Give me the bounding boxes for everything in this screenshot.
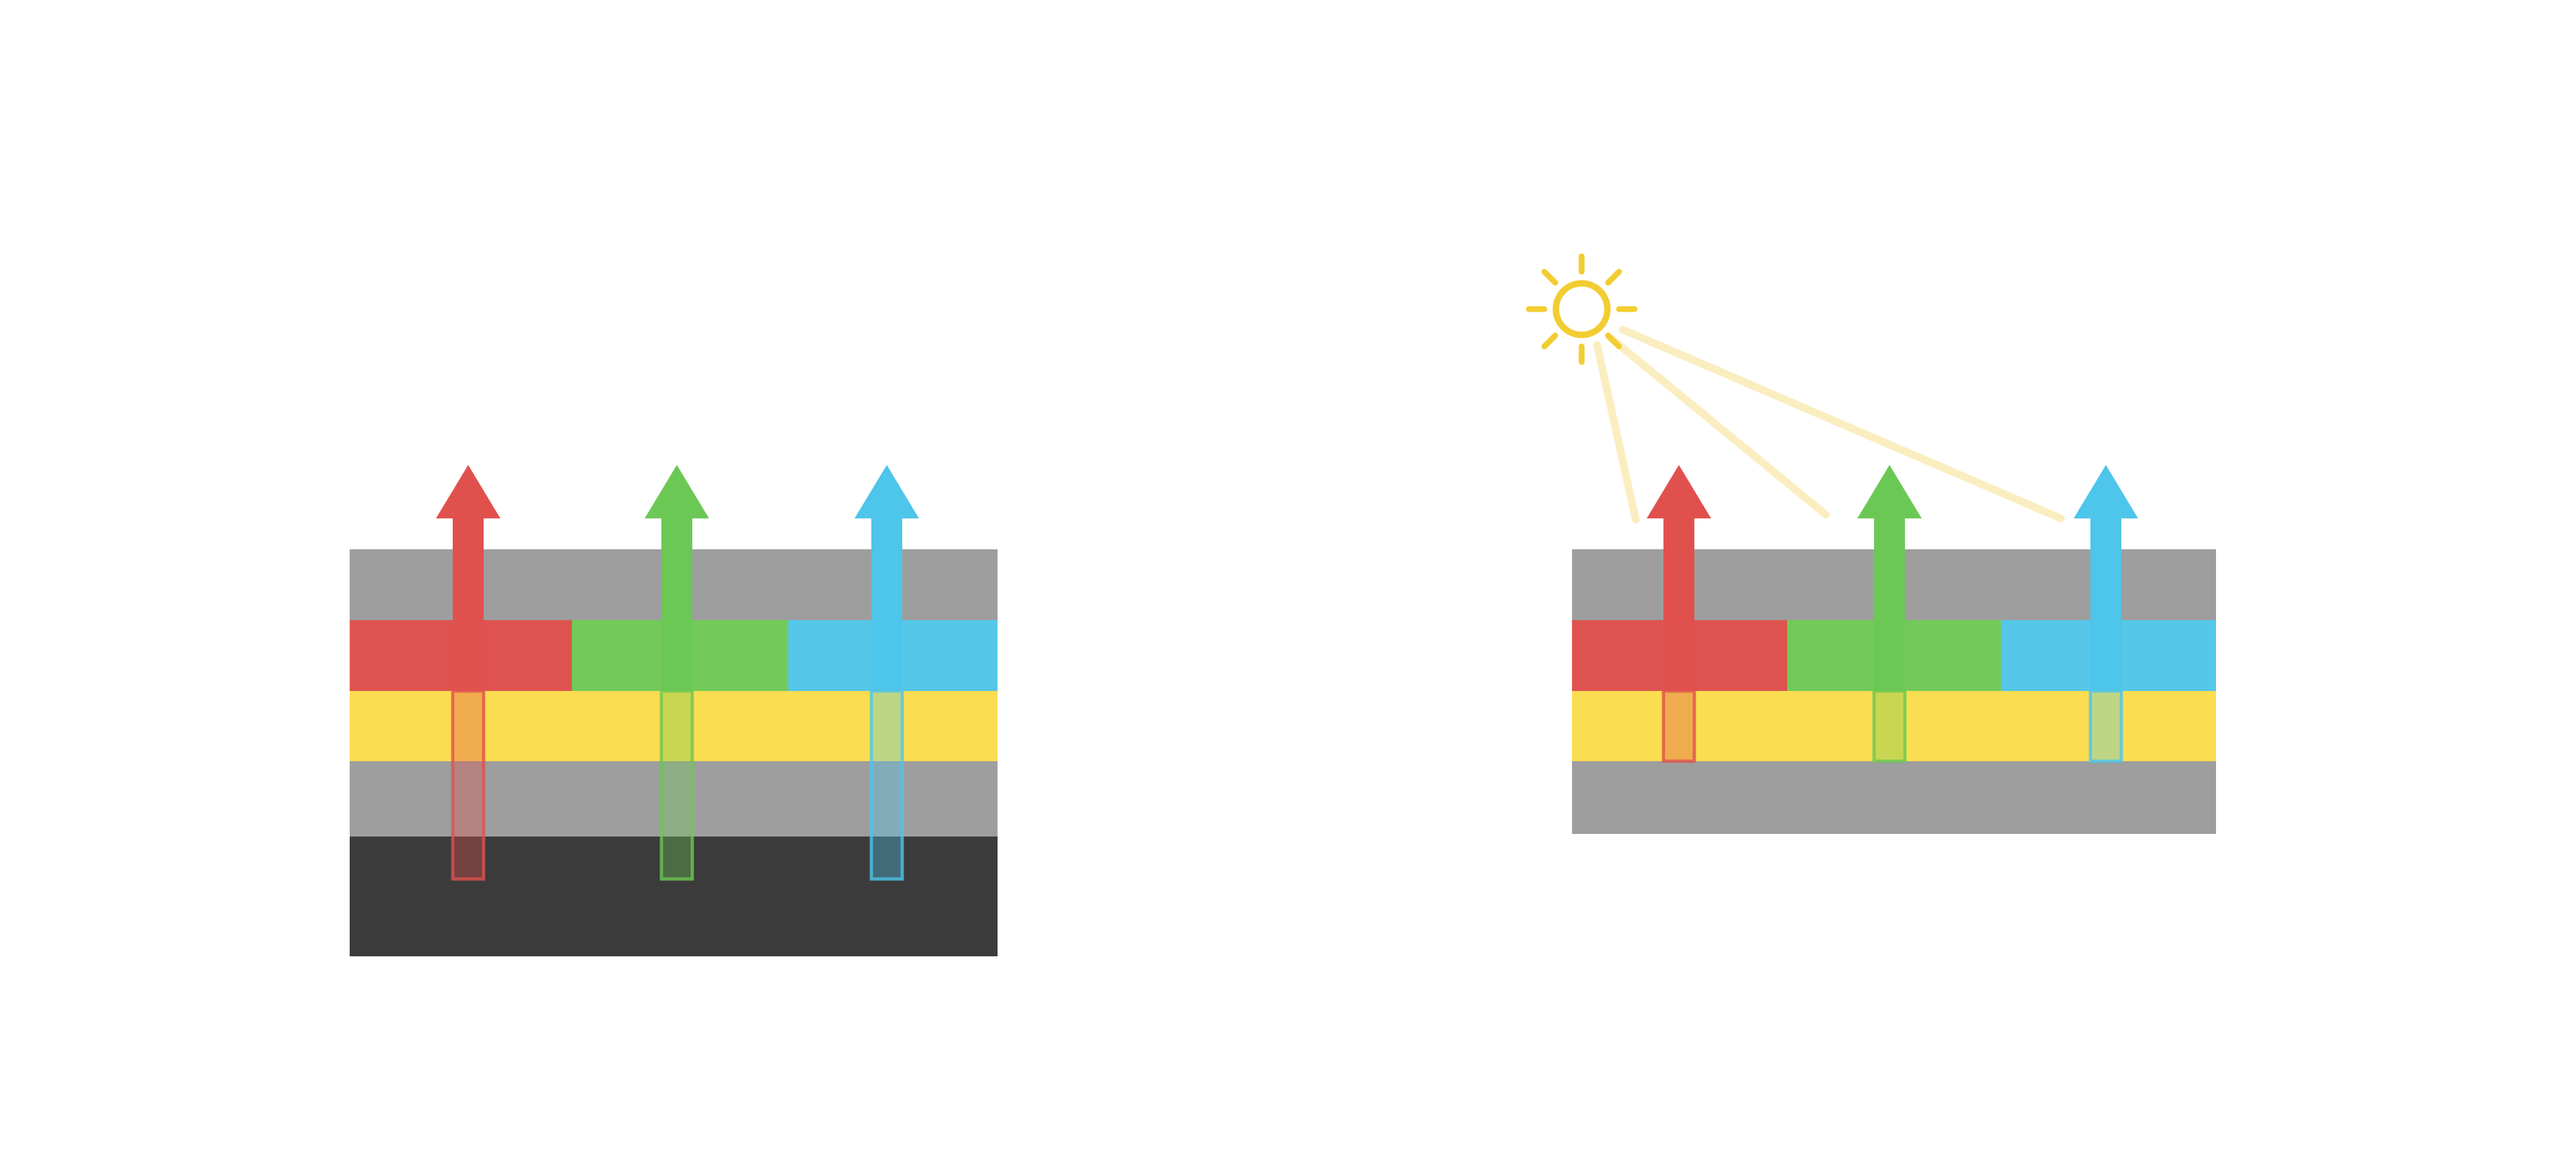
sun-ray <box>1541 269 1558 286</box>
right-red-arrow-shaft <box>1662 689 1696 763</box>
right-green-arrow-shaft <box>1872 689 1907 763</box>
left-gray-layer-bottom <box>350 761 998 837</box>
sun-ray <box>1605 332 1622 350</box>
sun-disc <box>1553 280 1611 338</box>
right-blue-arrow-shaft <box>2088 689 2123 763</box>
left-dark-substrate-layer <box>350 837 998 956</box>
reflective-display-panel <box>1526 253 2216 834</box>
sun-beams <box>1593 326 2065 524</box>
sun-ray <box>1541 332 1558 350</box>
left-green-light-arrow <box>645 465 709 691</box>
emissive-display-panel <box>350 465 998 956</box>
sun-beam <box>1593 341 1640 524</box>
sun-beam <box>1619 326 2065 522</box>
right-gray-layer-bottom <box>1572 761 2216 834</box>
sun-rays <box>1526 253 1638 365</box>
left-red-light-arrow <box>436 465 500 691</box>
left-red-arrow-shaft <box>451 689 486 881</box>
sun-ray <box>1605 269 1622 286</box>
left-yellow-layer <box>350 691 998 761</box>
sun-icon <box>1526 253 1638 365</box>
left-blue-light-arrow <box>855 465 919 691</box>
left-green-arrow-shaft <box>659 689 694 881</box>
right-green-light-arrow <box>1857 465 1922 691</box>
right-yellow-layer <box>1572 691 2216 761</box>
left-blue-arrow-shaft <box>869 689 904 881</box>
sun-beam <box>1606 334 1830 518</box>
right-blue-light-arrow <box>2074 465 2138 691</box>
right-red-light-arrow <box>1647 465 1711 691</box>
